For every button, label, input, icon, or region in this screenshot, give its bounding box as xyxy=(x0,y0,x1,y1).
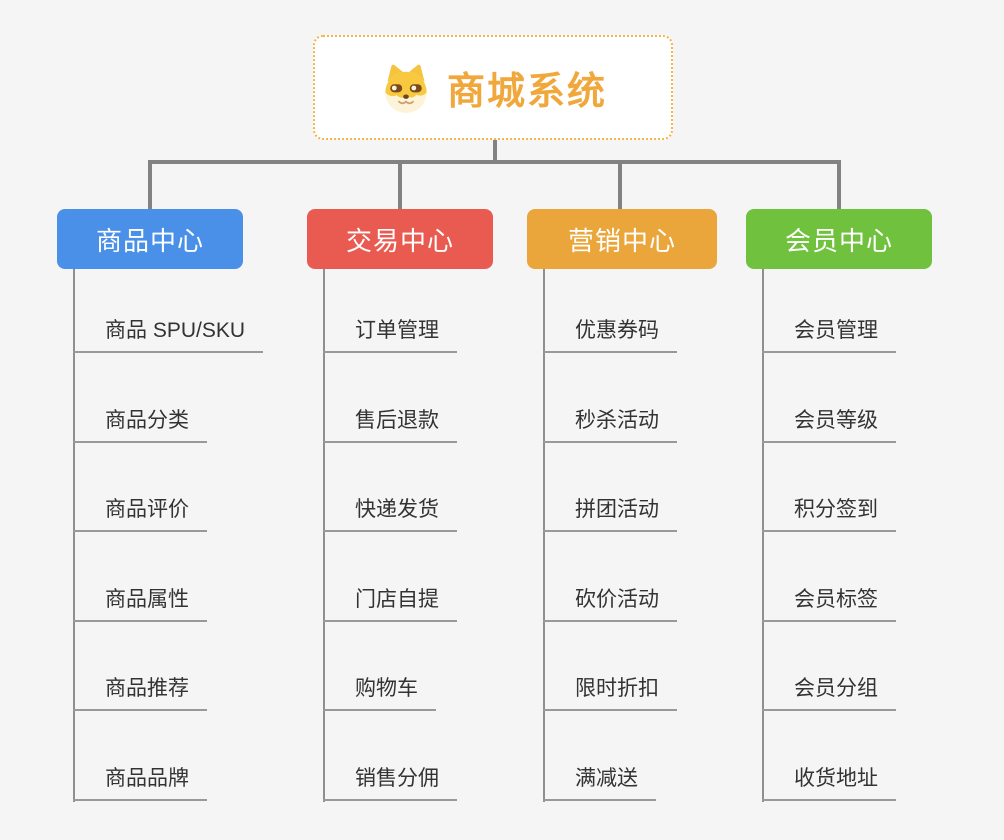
node-shipping-address[interactable]: 收货地址 xyxy=(762,763,896,801)
branch-node-product-center[interactable]: 商品中心 xyxy=(57,209,243,269)
node-product-recommend[interactable]: 商品推荐 xyxy=(73,673,207,711)
root-title: 商城系统 xyxy=(446,71,607,113)
branch-column-marketing: 营销中心 优惠券码 秒杀活动 拼团活动 砍价活动 限时折扣 满减送 xyxy=(527,209,787,840)
node-member-tag[interactable]: 会员标签 xyxy=(762,584,896,622)
root-node[interactable]: 商城系统 xyxy=(313,35,673,140)
branch-trunk-line xyxy=(543,269,545,802)
branch-trunk-line xyxy=(323,269,325,802)
connector-drop-member xyxy=(837,162,841,210)
node-product-review[interactable]: 商品评价 xyxy=(73,494,207,532)
node-order-management[interactable]: 订单管理 xyxy=(323,315,457,353)
node-member-management[interactable]: 会员管理 xyxy=(762,315,896,353)
node-after-sale-refund[interactable]: 售后退款 xyxy=(323,405,457,443)
node-express-shipping[interactable]: 快递发货 xyxy=(323,494,457,532)
node-full-reduction[interactable]: 满减送 xyxy=(543,763,656,801)
branch-column-member: 会员中心 会员管理 会员等级 积分签到 会员标签 会员分组 收货地址 xyxy=(746,209,1004,840)
node-product-spu-sku[interactable]: 商品 SPU/SKU xyxy=(73,315,264,353)
node-product-brand[interactable]: 商品品牌 xyxy=(73,763,207,801)
branch-node-member-center[interactable]: 会员中心 xyxy=(746,209,932,269)
branch-trunk-line xyxy=(73,269,75,802)
node-points-checkin[interactable]: 积分签到 xyxy=(762,494,896,532)
branch-node-trade-center[interactable]: 交易中心 xyxy=(307,209,493,269)
branch-column-trade: 交易中心 订单管理 售后退款 快递发货 门店自提 购物车 销售分佣 xyxy=(307,209,567,840)
node-flash-sale[interactable]: 秒杀活动 xyxy=(543,405,677,443)
node-coupon-code[interactable]: 优惠券码 xyxy=(543,315,677,353)
node-bargain-activity[interactable]: 砍价活动 xyxy=(543,584,677,622)
node-group-buy[interactable]: 拼团活动 xyxy=(543,494,677,532)
node-store-pickup[interactable]: 门店自提 xyxy=(323,584,457,622)
shiba-dog-icon xyxy=(379,63,433,113)
connector-drop-trade xyxy=(398,162,402,210)
node-shopping-cart[interactable]: 购物车 xyxy=(323,673,436,711)
connector-drop-marketing xyxy=(618,162,622,210)
connector-drop-product xyxy=(148,162,152,210)
connector-rail xyxy=(148,160,841,164)
branch-node-marketing-center[interactable]: 营销中心 xyxy=(527,209,717,269)
node-member-group[interactable]: 会员分组 xyxy=(762,673,896,711)
branch-column-product: 商品中心 商品 SPU/SKU 商品分类 商品评价 商品属性 商品推荐 商品品牌 xyxy=(57,209,317,840)
node-product-category[interactable]: 商品分类 xyxy=(73,405,207,443)
branch-trunk-line xyxy=(762,269,764,802)
node-member-level[interactable]: 会员等级 xyxy=(762,405,896,443)
connector-root-stem xyxy=(493,140,497,162)
node-limited-time-discount[interactable]: 限时折扣 xyxy=(543,673,677,711)
node-product-attribute[interactable]: 商品属性 xyxy=(73,584,207,622)
node-sales-commission[interactable]: 销售分佣 xyxy=(323,763,457,801)
